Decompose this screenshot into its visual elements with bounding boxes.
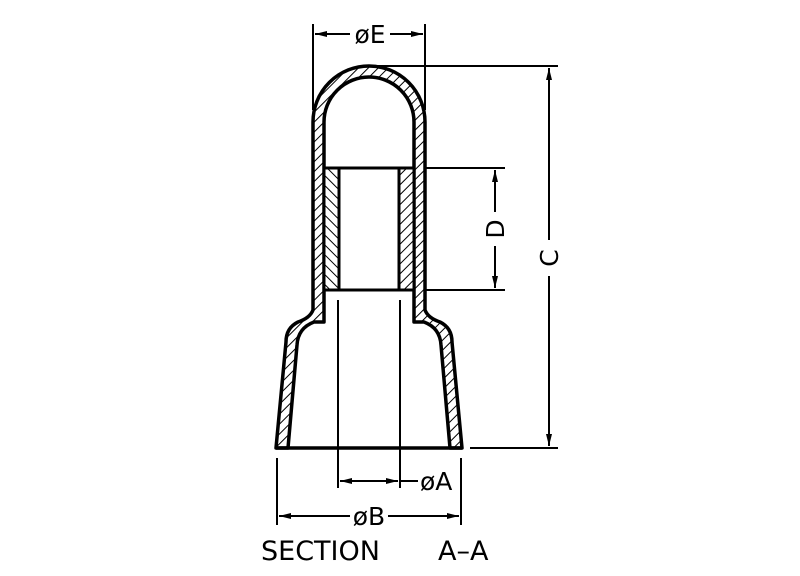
section-caption: SECTION: [261, 536, 380, 567]
section-view-label: A–A: [438, 536, 489, 567]
dimension-d: [426, 167, 505, 291]
dimension-b: [276, 458, 462, 525]
dimension-b-label: øB: [353, 502, 385, 531]
dimension-c-label: C: [535, 249, 564, 266]
dimension-e-label: øE: [354, 20, 385, 49]
dimension-a-label: øA: [420, 467, 452, 496]
dimension-c: [372, 65, 558, 449]
dimension-a: [337, 300, 418, 488]
connector-shell: [274, 64, 464, 450]
metal-insert: [322, 166, 416, 292]
dimension-d-label: D: [481, 219, 510, 238]
